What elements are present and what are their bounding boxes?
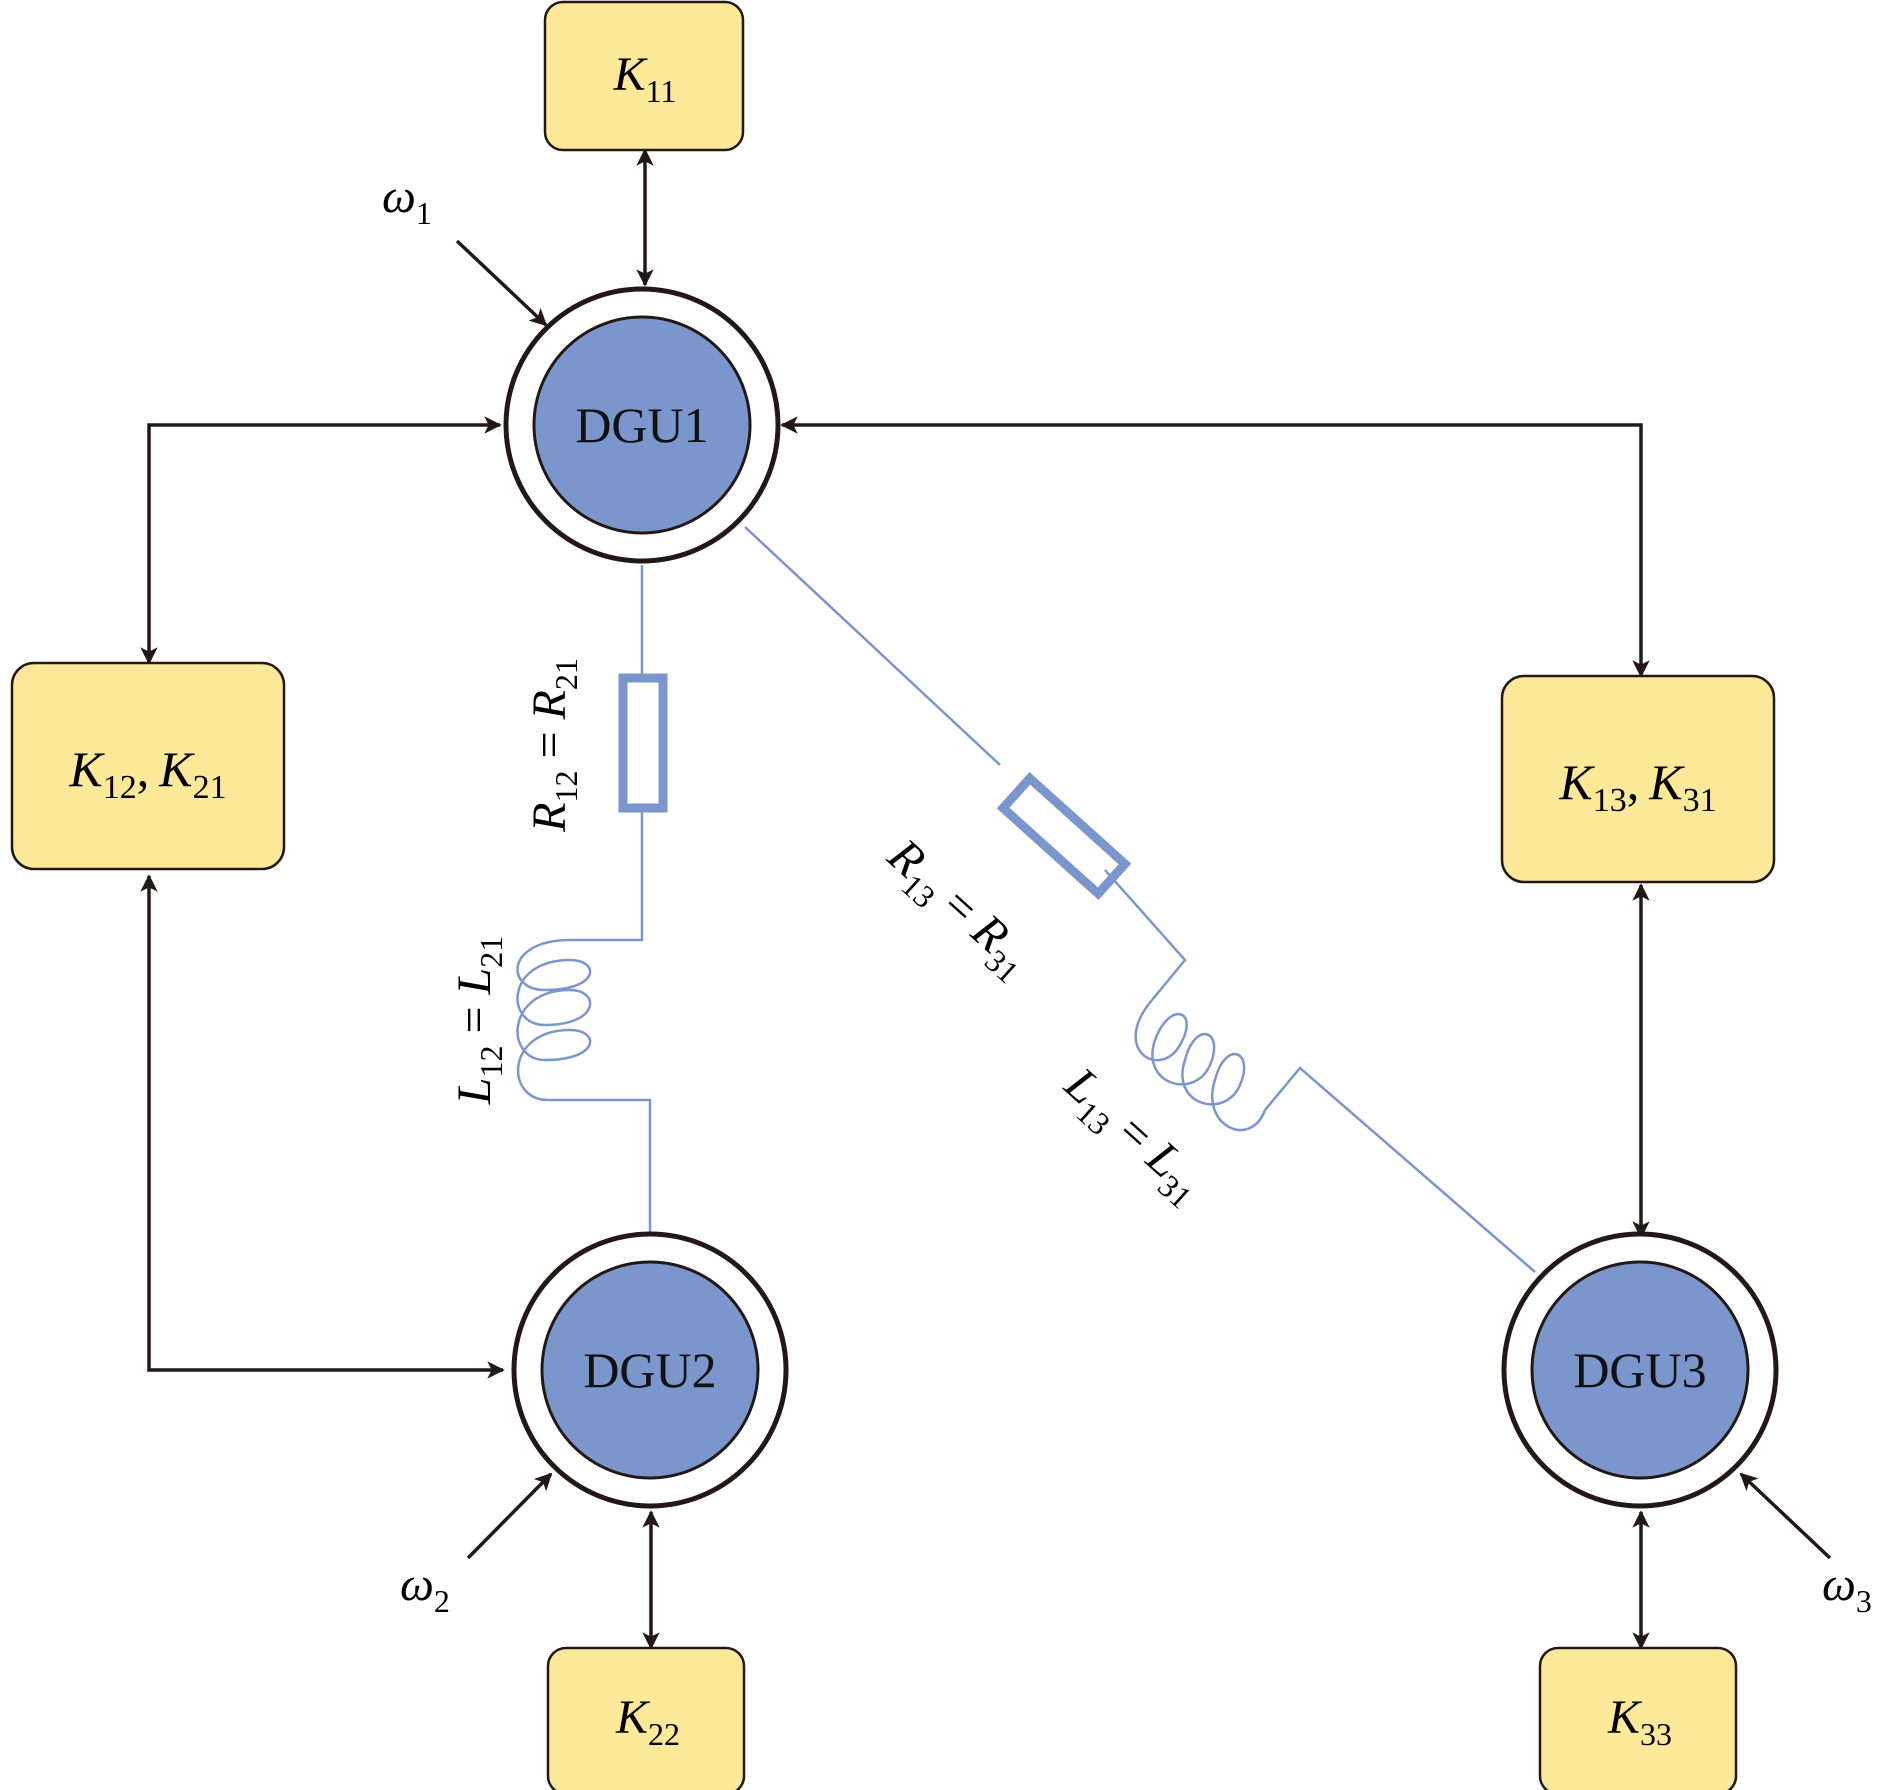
node-dgu3-label: DGU3 <box>1573 1342 1706 1398</box>
arrow-w2-dgu2 <box>466 1472 553 1560</box>
resistor-r13 <box>996 771 1132 901</box>
arrow-w1-dgu1 <box>455 239 548 327</box>
inductor-l13 <box>1134 999 1267 1132</box>
block-k11-label: K11 <box>613 48 677 109</box>
block-k11-body <box>543 0 745 152</box>
block-k12-body <box>10 661 286 871</box>
block-k13-label: K13,K31 <box>1558 754 1716 819</box>
arrow-dgu1-k13 <box>780 416 1650 678</box>
node-dgu1: DGU1 <box>503 286 781 564</box>
block-k33: K33 <box>1538 1646 1738 1790</box>
control-links <box>140 148 1832 1650</box>
block-k12-k21: K12,K21 <box>10 661 286 871</box>
block-k22: K22 <box>546 1646 746 1790</box>
block-k33-label: K33 <box>1607 1691 1672 1752</box>
arrow-dgu1-k12 <box>140 416 502 665</box>
label-r13-r31: R13 = R31 <box>872 828 1043 990</box>
label-r12-r21: R12 = R21 <box>523 658 584 833</box>
label-omega-3: ω3 <box>1822 1558 1872 1619</box>
block-k12-label: K12,K21 <box>68 741 226 806</box>
wire-12-mid <box>570 808 644 942</box>
wire-13-mid <box>1104 869 1187 1001</box>
node-dgu2-core <box>540 1260 760 1480</box>
arrow-w3-dgu3 <box>1739 1472 1832 1560</box>
arrow-k12-dgu2 <box>140 874 505 1379</box>
label-l13-l31: L13 = L31 <box>1049 1057 1216 1216</box>
node-dgu2: DGU2 <box>511 1231 789 1509</box>
node-dgu3: DGU3 <box>1501 1231 1779 1509</box>
resistor-r12 <box>618 673 668 813</box>
line-dgu1-dgu3 <box>744 526 1536 1273</box>
label-l12-l21: L12 = L21 <box>448 936 509 1105</box>
wire-12-bottom <box>548 1098 652 1232</box>
node-dgu3-core <box>1530 1260 1750 1480</box>
node-dgu1-label: DGU1 <box>575 397 708 453</box>
node-dgu1-core <box>532 315 752 535</box>
node-dgu2-label: DGU2 <box>583 1342 716 1398</box>
block-k11: K11 <box>543 0 745 152</box>
block-k13-body <box>1500 674 1776 884</box>
block-k13-k31: K13,K31 <box>1500 674 1776 884</box>
wire-13-bottom <box>1264 1066 1536 1273</box>
block-k22-label: K22 <box>615 1691 680 1752</box>
block-k22-body <box>546 1646 746 1790</box>
wire-13-top <box>744 526 1001 766</box>
label-omega-1: ω1 <box>382 170 432 231</box>
block-k33-body <box>1538 1646 1738 1790</box>
line-dgu1-dgu2 <box>516 565 668 1232</box>
label-omega-2: ω2 <box>400 1558 450 1619</box>
inductor-l12 <box>516 938 592 1102</box>
